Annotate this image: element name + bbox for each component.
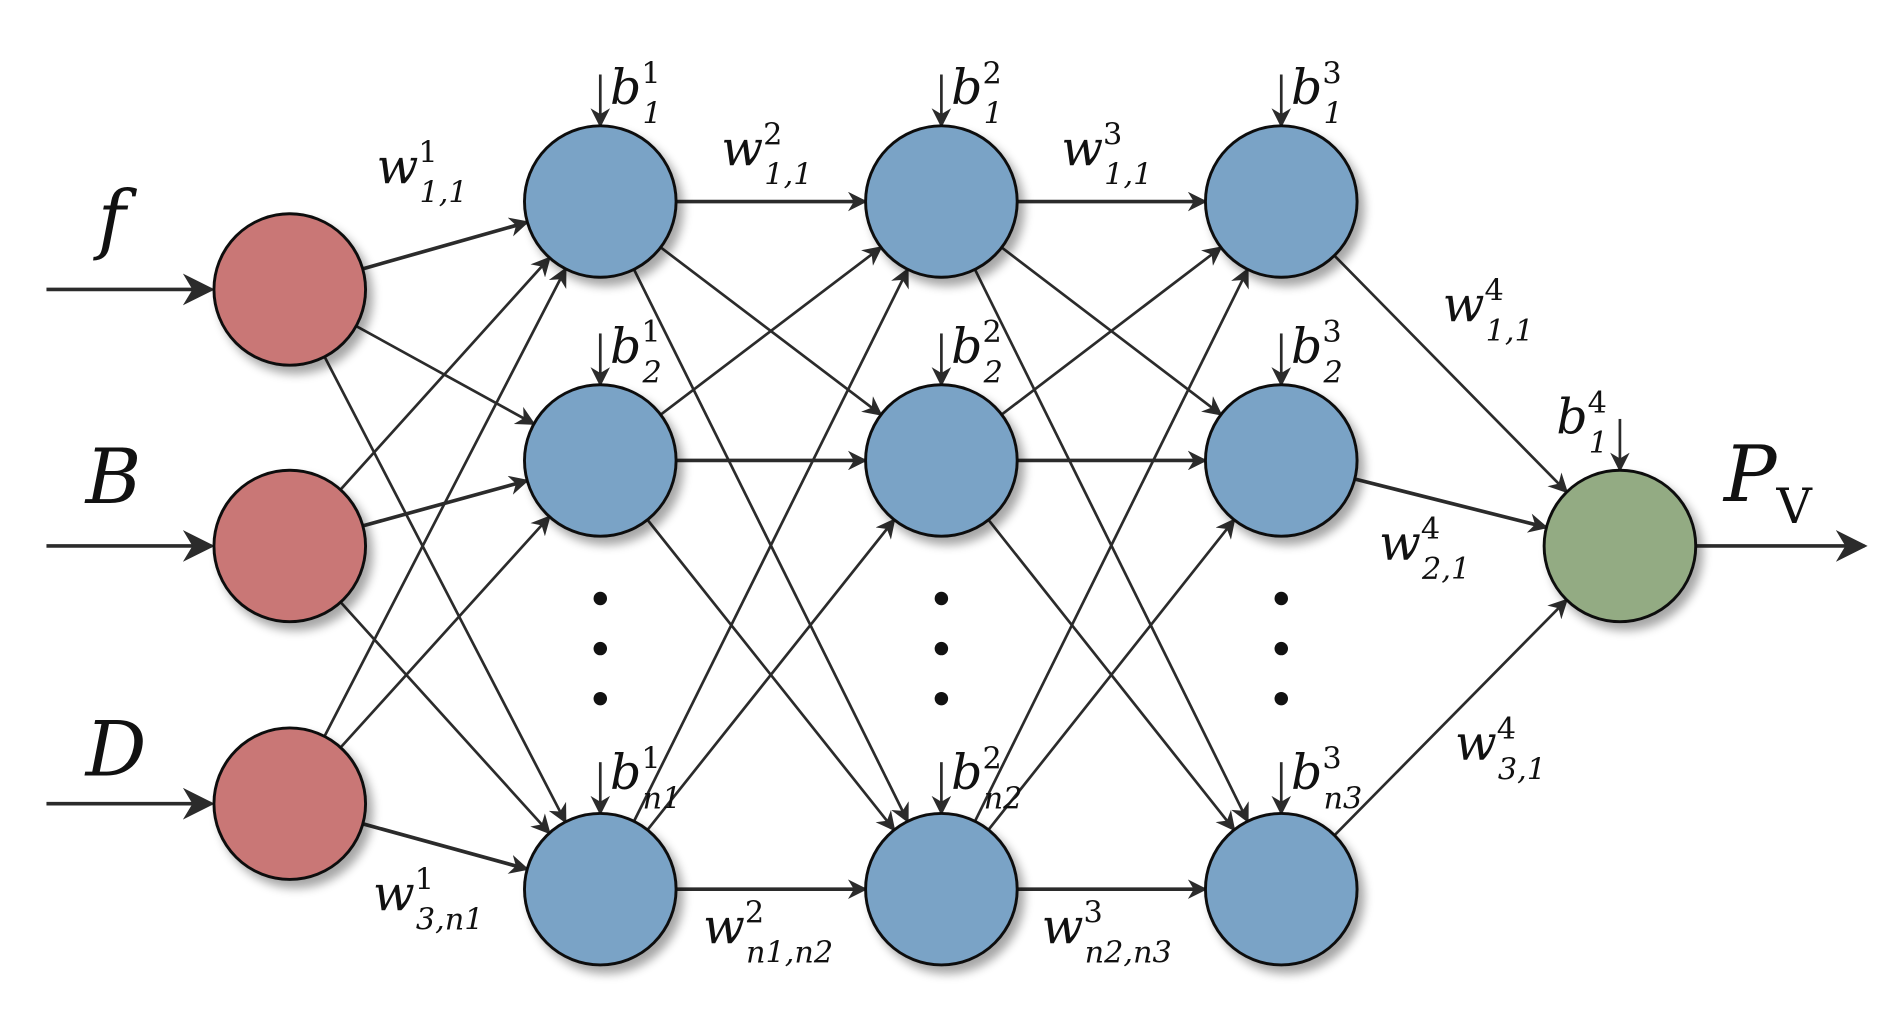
ellipsis-dot: [1274, 691, 1288, 706]
edge-h2n2-h3n1: [1000, 246, 1223, 416]
input-node-B: [212, 468, 368, 624]
input-node-D: [212, 726, 368, 881]
edge-input3-h1n3: [362, 822, 530, 874]
input-node-f: [212, 212, 368, 367]
hidden-node-l3-n2: [1203, 383, 1359, 538]
ellipsis-dot: [1274, 641, 1288, 656]
hidden-node-l1-n1: [523, 124, 678, 279]
edge-h3n2-output: [1354, 477, 1549, 533]
edge-input3-h1n2: [339, 515, 551, 749]
input-label-D: D: [84, 706, 147, 794]
ellipsis-dot: [934, 591, 949, 606]
output-label: PV: [1722, 429, 1814, 535]
hidden-node-l3-n1: [1203, 124, 1359, 279]
hidden-node-l3-n3: [1203, 812, 1359, 967]
edge-input3-h1n1: [323, 267, 567, 737]
edge-h3n1-output: [1333, 254, 1569, 494]
ellipsis-dot: [934, 641, 949, 656]
nodes: [212, 124, 1698, 967]
hidden-node-l2-n3: [864, 812, 1019, 967]
edge-h1n3-h2n2: [646, 518, 896, 831]
edge-h1n2-h2n1: [659, 246, 883, 416]
input-label-f: f: [93, 174, 138, 262]
edge-h1n3-h2n1: [632, 267, 909, 822]
edge-input2-h1n3: [339, 601, 551, 835]
edge-h2n3-h3n2: [987, 518, 1236, 831]
ellipsis-dot: [934, 691, 949, 706]
edge-input1-h1n1: [362, 217, 530, 271]
connections: [46, 74, 1868, 899]
edge-input2-h1n1: [339, 256, 551, 491]
edge-h3n3-output: [1333, 598, 1569, 837]
hidden-node-l2-n1: [864, 124, 1019, 279]
output-node: [1542, 468, 1698, 624]
input-label-B: B: [84, 433, 142, 521]
edge-h2n3-h3n1: [973, 267, 1249, 822]
ellipsis-dot: [593, 641, 608, 656]
ellipsis-dot: [593, 691, 608, 706]
edge-input1-h1n3: [323, 356, 567, 824]
ellipsis-dot: [1274, 591, 1288, 606]
ellipsis-dot: [593, 591, 608, 606]
hidden-node-l1-n2: [523, 383, 678, 538]
hidden-node-l1-n3: [523, 812, 678, 967]
hidden-node-l2-n2: [864, 383, 1019, 538]
